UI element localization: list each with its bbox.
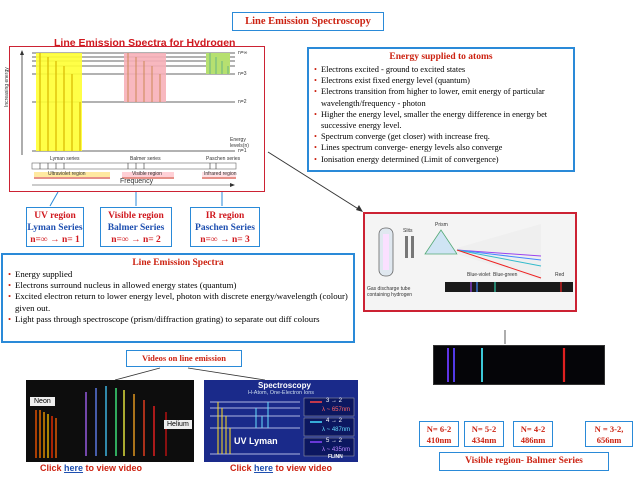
apparatus-svg [365,214,575,310]
visible-region-label: Visible region [132,171,162,177]
blue-violet-label: Blue-violet [467,272,491,278]
balmer-3-2-transition: N = 3-2, [594,424,624,434]
balmer-lines-svg [447,348,566,382]
blue-green-label: Blue-green [493,272,518,278]
energy-item-1: Electrons excited - ground to excited st… [314,64,568,75]
energy-item-7: Ionisation energy determined (Limit of c… [314,154,568,165]
spectroscopy-video-link-line: Click here to view video [230,463,332,473]
red-label: Red [555,272,565,278]
paschen-name: Paschen Series [195,223,255,233]
balmer-4-2-transition: N= 4-2 [520,424,546,434]
helium-label: Helium [164,420,192,429]
wavelength-657: λ ~ 657nm [322,407,351,413]
lyman-transition: n=∞ → n= 1 [30,235,80,245]
level-label-inf: n=∞ [238,50,248,56]
hydrogen-energy-diagram: Increasing energy n=∞ n=3 n=2 n=1 Energy… [4,46,265,192]
infrared-region-label: Infrared region [204,171,237,177]
energy-item-2: Electrons exist fixed energy level (quan… [314,75,568,86]
link-2-suffix: to view video [273,463,333,473]
visible-region-balmer-text: Visible region- Balmer Series [465,456,583,466]
line-item-1: Energy supplied [8,269,348,280]
lyman-series-box: UV region Lyman Series n=∞ → n= 1 [26,207,84,247]
balmer-box-5-2: N= 5-2 434nm [464,421,504,447]
balmer-5-2-wavelength: 434nm [471,435,497,445]
neon-video-link-line: Click here to view video [40,463,142,473]
neon-video-link[interactable]: here [64,463,84,473]
balmer-series-box: Visible region Balmer Series n=∞ → n= 2 [100,207,172,247]
balmer-region: Visible region [108,211,164,221]
balmer-3-2-wavelength: 656nm [596,435,622,445]
videos-label-text: Videos on line emission [142,353,226,363]
line-box-list: Energy supplied Electrons surround nucle… [8,269,348,325]
balmer-series-label: Balmer series [130,156,161,162]
tube-label: Gas discharge tube containing hydrogen [367,286,413,298]
balmer-4-2-wavelength: 486nm [520,435,546,445]
balmer-6-2-wavelength: 410nm [426,435,452,445]
balmer-name: Balmer Series [107,223,165,233]
line-item-3: Excited electron return to lower energy … [8,291,348,313]
line-item-4: Light pass through spectroscope (prism/d… [8,314,348,325]
flinn-logo: FLINN [328,454,343,460]
energy-item-3: Electrons transition from higher to lowe… [314,86,568,108]
wavelength-487: λ ~ 487nm [322,427,351,433]
line-item-2: Electrons surround nucleus in allowed en… [8,280,348,291]
main-title-text: Line Emission Spectroscopy [245,16,371,27]
balmer-box-6-2: N= 6-2 410nm [419,421,459,447]
spectroscopy-video-svg [210,397,355,457]
link-2-prefix: Click [230,463,255,473]
prism-label: Prism [435,222,448,228]
balmer-transition: n=∞ → n= 2 [111,235,161,245]
frequency-label: Frequency [120,178,154,185]
spectroscopy-video-link[interactable]: here [254,463,274,473]
videos-label: Videos on line emission [126,350,242,367]
lyman-name: Lyman Series [27,223,83,233]
balmer-box-3-2: N = 3-2, 656nm [585,421,633,447]
energy-supplied-box: Energy supplied to atoms Electrons excit… [307,47,575,172]
link-1-suffix: to view video [83,463,143,473]
level-label-1: n=1 [238,148,247,154]
uv-lyman-caption: UV Lyman [234,436,278,446]
wavelength-435: λ ~ 435nm [322,447,351,453]
transition-4-2: 4 → 2 [326,418,343,424]
spectroscopy-video-subtitle: H-Atom, One-Electron Ions [248,390,315,396]
transition-3-2: 3 → 2 [326,398,343,404]
balmer-6-2-transition: N= 6-2 [426,424,452,434]
paschen-series-label: Paschen series [206,156,241,162]
uv-region-label: Ultraviolet region [48,171,86,177]
energy-item-6: Lines spectrum converge- energy levels a… [314,142,568,153]
slits-label: Slits [403,228,413,234]
neon-helium-video[interactable]: Neon Helium [26,380,194,462]
balmer-box-4-2: N= 4-2 486nm [513,421,553,447]
spectroscopy-video[interactable]: Spectroscopy H-Atom, One-Electron Ions 3… [204,380,358,462]
line-box-title: Line Emission Spectra [132,258,224,268]
energy-box-title: Energy supplied to atoms [389,52,493,62]
transition-5-2: 5 → 2 [326,438,343,444]
energy-box-list: Electrons excited - ground to excited st… [314,64,568,165]
energy-levels-label: Energy levels(n) [230,137,249,149]
spectroscope-apparatus: Slits Prism Gas discharge tube containin… [363,212,577,312]
visible-region-balmer-label: Visible region- Balmer Series [439,452,609,471]
paschen-transition: n=∞ → n= 3 [200,235,250,245]
energy-level-svg [20,50,237,187]
link-1-prefix: Click [40,463,65,473]
energy-item-5: Spectrum converge (get closer) with incr… [314,131,568,142]
lyman-region: UV region [34,211,76,221]
spectroscopy-video-title: Spectroscopy [258,381,311,390]
energy-item-4: Higher the energy level, smaller the ene… [314,109,568,131]
paschen-region: IR region [205,211,245,221]
main-title: Line Emission Spectroscopy [232,12,384,31]
level-label-3: n=3 [238,71,247,77]
balmer-5-2-transition: N= 5-2 [471,424,497,434]
balmer-spectrum-strip [433,345,605,385]
paschen-series-box: IR region Paschen Series n=∞ → n= 3 [190,207,260,247]
line-emission-box: Line Emission Spectra Energy supplied El… [1,253,355,343]
level-label-2: n=2 [238,99,247,105]
lyman-series-label: Lyman series [50,156,80,162]
neon-label: Neon [30,397,55,406]
